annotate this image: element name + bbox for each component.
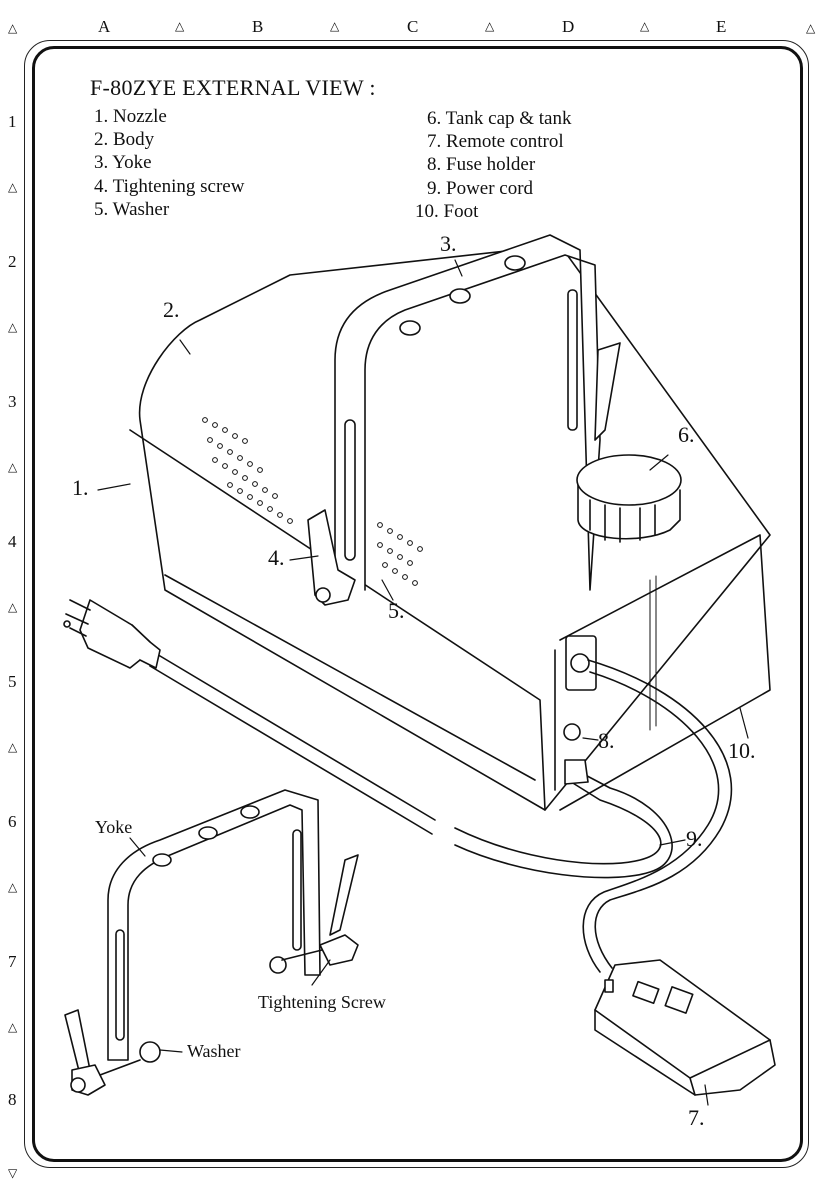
grid-marker-icon: △: [485, 19, 495, 33]
grid-marker-icon: △: [330, 19, 340, 33]
vent-holes: [202, 417, 423, 586]
part-list-item: 10. Foot: [415, 201, 479, 222]
yoke-detail: [64, 789, 359, 1096]
part-list-item: 5. Washer: [94, 199, 170, 220]
grid-marker-icon: △: [8, 1020, 18, 1034]
grid-marker-icon: △: [8, 740, 18, 754]
grid-column-label: C: [407, 17, 419, 36]
grid-marker-icon: △: [806, 21, 816, 35]
callout-yoke: 3.: [440, 231, 457, 256]
grid-row-label: 5: [8, 672, 17, 691]
grid-marker-icon: △: [8, 180, 18, 194]
grid-row-label: 3: [8, 392, 17, 411]
callout-foot: 10.: [728, 738, 756, 763]
grid-marker-icon: △: [8, 880, 18, 894]
callout-fuse-holder: 8.: [598, 728, 615, 753]
grid-marker-icon: △: [8, 460, 18, 474]
remote-control: [594, 959, 776, 1096]
remote-cable: [587, 659, 733, 969]
grid-column-label: A: [98, 17, 111, 36]
callout-tightening-screw: 4.: [268, 545, 285, 570]
tank-cap: [576, 454, 682, 543]
grid-row-label: 1: [8, 112, 17, 131]
machine-yoke: [334, 234, 601, 601]
grid-row-label: 4: [8, 532, 17, 551]
part-list-item: 3. Yoke: [94, 152, 152, 173]
inner-frame: [32, 46, 803, 1162]
part-list-item: 7. Remote control: [427, 131, 564, 152]
grid-marker-icon: △: [8, 320, 18, 334]
grid-marker-icon: ▽: [8, 1166, 18, 1180]
grid-row-label: 6: [8, 812, 17, 831]
washer-detail-label: Washer: [187, 1041, 241, 1061]
grid-column-label: D: [562, 17, 575, 36]
grid-marker-icon: △: [175, 19, 185, 33]
callout-tank: 6.: [678, 422, 695, 447]
part-list-item: 6. Tank cap & tank: [427, 108, 572, 129]
screw-detail-label: Tightening Screw: [258, 992, 386, 1012]
page-title: F-80ZYE EXTERNAL VIEW :: [90, 75, 376, 100]
grid-row-label: 2: [8, 252, 17, 271]
part-list-item: 8. Fuse holder: [427, 154, 536, 175]
callout-washer: 5.: [388, 598, 405, 623]
part-list-item: 1. Nozzle: [94, 106, 167, 127]
machine-body: [138, 244, 771, 811]
grid-marker-icon: △: [8, 600, 18, 614]
callout-remote-control: 7.: [688, 1105, 705, 1130]
power-plug: [63, 599, 161, 669]
power-cord: [149, 649, 436, 821]
grid-marker-icon: △: [8, 21, 18, 35]
part-list-item: 4. Tightening screw: [94, 176, 245, 197]
callout-power-cord: 9.: [686, 826, 703, 851]
callout-body: 2.: [163, 297, 180, 322]
part-list-item: 2. Body: [94, 129, 155, 150]
outer-frame: [24, 40, 809, 1168]
grid-column-label: E: [716, 17, 727, 36]
grid-row-label: 8: [8, 1090, 17, 1109]
yoke-detail-label: Yoke: [95, 817, 133, 837]
grid-column-label: B: [252, 17, 264, 36]
grid-row-label: 7: [8, 952, 17, 971]
part-list-item: 9. Power cord: [427, 178, 534, 199]
fuse-holder-icon: [563, 723, 581, 741]
callout-nozzle: 1.: [72, 475, 89, 500]
grid-marker-icon: △: [640, 19, 650, 33]
